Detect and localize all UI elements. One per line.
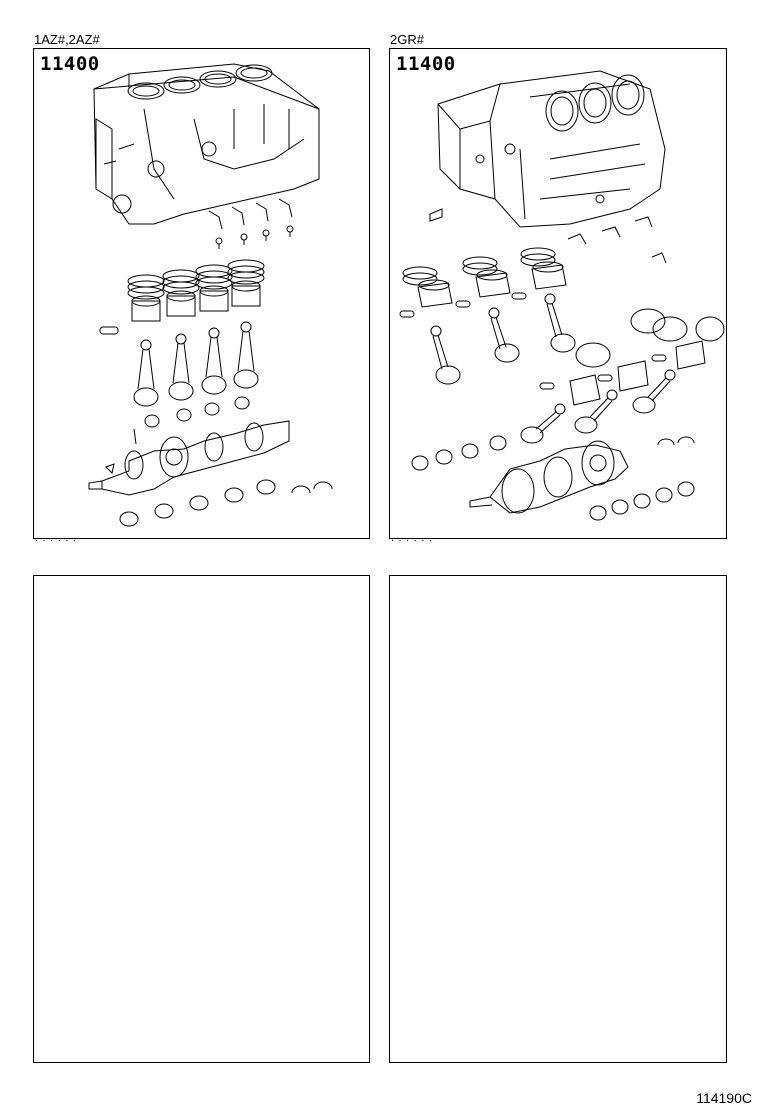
main-bearings-drawing (590, 482, 694, 520)
cylinder-block-drawing (438, 71, 665, 227)
cylinder-block-drawing (94, 64, 319, 224)
panel-1-part-number: 11400 (40, 53, 100, 75)
panel-2-corner-ticks: · · · · · · (390, 536, 433, 545)
crankshaft-drawing (470, 441, 628, 513)
bearing-cap-bolts-drawing (430, 209, 666, 263)
panel-2[interactable]: 11400 (389, 48, 727, 545)
rod-bearings-drawing (412, 436, 694, 470)
pistons-drawing (100, 281, 260, 334)
panel-3-empty (33, 575, 370, 1063)
panel-2-part-number: 11400 (396, 53, 456, 75)
panel-2-caption: 2GR# (390, 32, 424, 47)
panel-4-empty (389, 575, 727, 1063)
short-block-v6-illustration (390, 49, 725, 537)
crankshaft-drawing (89, 421, 289, 495)
connecting-rods-drawing (431, 294, 675, 443)
panel-1-corner-ticks: · · · · · · (34, 536, 77, 545)
bearing-cap-bolts-drawing (209, 199, 293, 249)
short-block-4cyl-illustration (34, 49, 368, 537)
connecting-rods-drawing (134, 322, 258, 406)
panel-1-caption: 1AZ#,2AZ# (34, 32, 100, 47)
piston-rings-drawing (128, 260, 264, 299)
rod-bearings-drawing (145, 397, 249, 427)
piston-rings-drawing (403, 248, 724, 367)
panel-1[interactable]: 11400 (33, 48, 370, 545)
main-bearings-drawing (120, 480, 332, 526)
figure-number: 114190C (696, 1090, 752, 1106)
pistons-drawing (400, 262, 705, 405)
